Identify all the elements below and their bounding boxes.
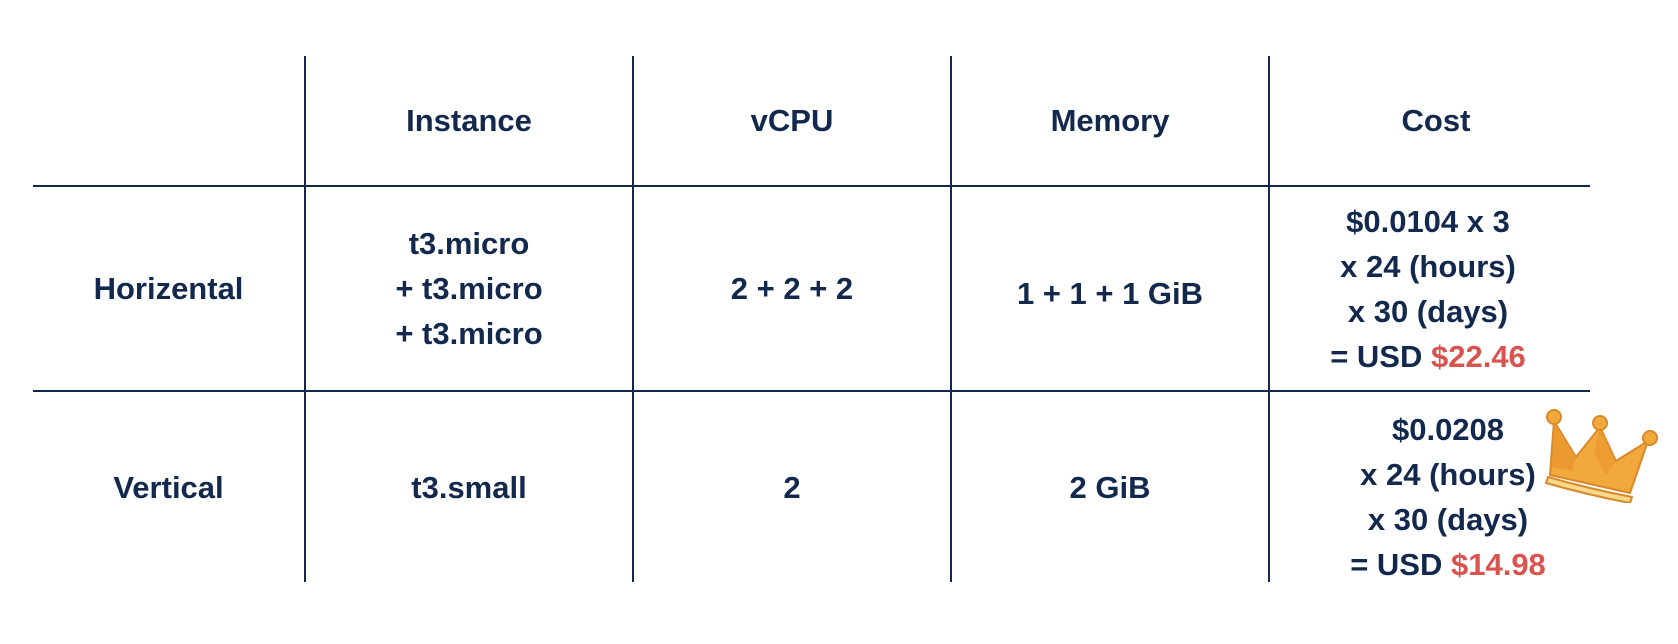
row-vertical-label: Vertical bbox=[33, 392, 304, 582]
instance-line: t3.small bbox=[411, 469, 527, 505]
row-horizental-instance: t3.micro + t3.micro + t3.micro bbox=[306, 187, 632, 390]
header-cost-label: Cost bbox=[1401, 103, 1471, 138]
cost-total-amount: $22.46 bbox=[1430, 338, 1526, 374]
row-vertical-memory: 2 GiB bbox=[952, 392, 1268, 582]
vcpu-value: 2 bbox=[783, 469, 801, 505]
instance-line: + t3.micro bbox=[395, 271, 543, 306]
table-divider-vertical-2 bbox=[632, 56, 634, 582]
row-horizental-memory: 1 + 1 + 1 GiB bbox=[952, 197, 1268, 390]
cost-total-amount: $14.98 bbox=[1450, 547, 1546, 582]
cost-line: x 24 (hours) bbox=[1360, 457, 1536, 492]
cost-line: $0.0104 x 3 bbox=[1346, 203, 1510, 239]
table-divider-vertical-3 bbox=[950, 56, 952, 582]
memory-value: 2 GiB bbox=[1069, 469, 1151, 505]
header-memory: Memory bbox=[952, 56, 1268, 185]
instance-line: t3.micro bbox=[408, 226, 530, 261]
cost-line: $0.0208 bbox=[1391, 412, 1505, 447]
cost-line: x 24 (hours) bbox=[1340, 248, 1516, 284]
memory-value: 1 + 1 + 1 GiB bbox=[1016, 276, 1204, 311]
header-instance: Instance bbox=[306, 56, 632, 185]
header-vcpu: vCPU bbox=[634, 56, 950, 185]
cost-line: x 30 (days) bbox=[1347, 293, 1509, 329]
row-horizental-cost: $0.0104 x 3 x 24 (hours) x 30 (days) = U… bbox=[1270, 187, 1586, 390]
table-divider-horizontal-2 bbox=[33, 390, 1590, 392]
row-horizental-vcpu: 2 + 2 + 2 bbox=[634, 187, 950, 390]
table-divider-vertical-1 bbox=[304, 56, 306, 582]
header-memory-label: Memory bbox=[1050, 103, 1170, 138]
row-vertical-vcpu: 2 bbox=[634, 392, 950, 582]
table-divider-horizontal-1 bbox=[33, 185, 1590, 187]
header-instance-label: Instance bbox=[406, 103, 532, 138]
table-divider-vertical-4 bbox=[1268, 56, 1270, 582]
vcpu-value: 2 + 2 + 2 bbox=[730, 271, 854, 306]
cost-total-prefix: = USD bbox=[1330, 338, 1423, 374]
header-vcpu-label: vCPU bbox=[750, 103, 834, 138]
cost-line: x 30 (days) bbox=[1367, 502, 1529, 537]
row-label: Horizental bbox=[93, 271, 244, 306]
row-horizental-label: Horizental bbox=[33, 187, 304, 390]
cost-total-prefix: = USD bbox=[1350, 547, 1443, 582]
instance-line: + t3.micro bbox=[395, 316, 543, 351]
cost-total: = USD $14.98 bbox=[1350, 542, 1546, 587]
header-cost: Cost bbox=[1270, 56, 1602, 185]
row-label: Vertical bbox=[113, 469, 224, 505]
row-vertical-instance: t3.small bbox=[306, 392, 632, 582]
row-vertical-cost: $0.0208 x 24 (hours) x 30 (days) = USD $… bbox=[1290, 402, 1606, 592]
cost-total: = USD $22.46 bbox=[1330, 334, 1526, 379]
crown-icon bbox=[1545, 409, 1658, 503]
